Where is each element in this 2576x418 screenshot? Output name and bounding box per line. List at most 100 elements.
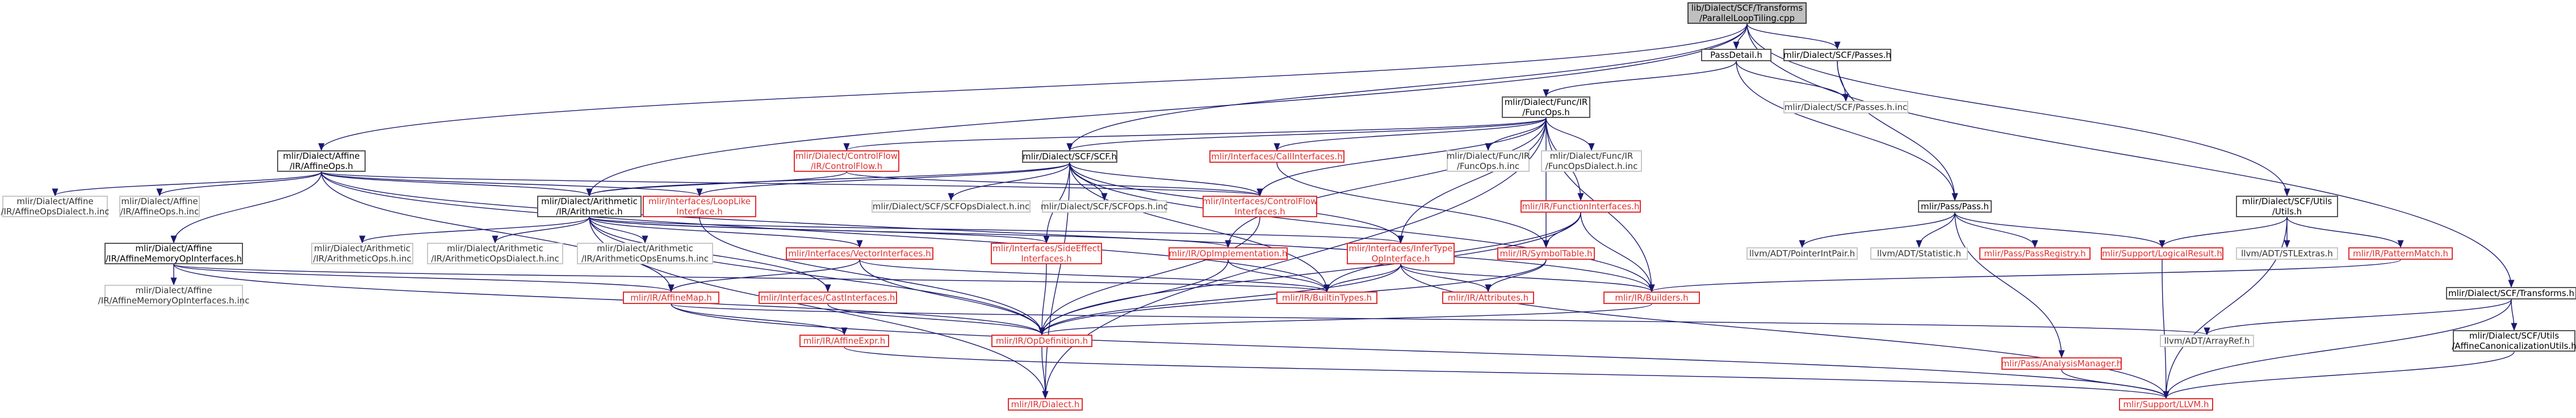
node-funcopsdialectinc[interactable]: mlir/Dialect/Func/IR/FuncOpsDialect.h.in… — [1541, 150, 1642, 172]
node-statistic[interactable]: llvm/ADT/Statistic.h — [1870, 247, 1968, 260]
node-label-line: /FuncOps.h — [1522, 107, 1570, 117]
edge-root-to-scftransforms — [1746, 23, 2515, 288]
node-vectorinterfaces[interactable]: mlir/Interfaces/VectorInterfaces.h — [786, 247, 933, 260]
edge-funcops-to-funcopsdialectinc — [1545, 117, 1595, 151]
edge-funcops-to-callinterfaces — [1274, 117, 1547, 151]
node-label-line: llvm/ADT/PointerIntPair.h — [1749, 248, 1855, 259]
node-llvmh[interactable]: mlir/Support/LLVM.h — [2119, 398, 2213, 411]
edge-root-to-scfh — [1066, 23, 1748, 151]
node-label-line: mlir/Dialect/Arithmetic — [597, 243, 693, 254]
node-passh[interactable]: mlir/Pass/Pass.h — [1918, 200, 1992, 213]
node-label-line: /IR/AffineOps.h.inc — [120, 206, 199, 217]
node-affineexpr[interactable]: mlir/IR/AffineExpr.h — [799, 335, 889, 347]
node-label-line: Interface.h — [676, 206, 723, 217]
edge-opimplementation-to-builtintypes — [1228, 259, 1330, 293]
node-label-line: mlir/Interfaces/SideEffect — [992, 243, 1100, 254]
node-label-line: mlir/IR/OpImplementation.h — [1168, 248, 1288, 259]
node-label-line: mlir/Dialect/SCF/SCF.h — [1023, 151, 1117, 162]
node-label-line: mlir/Dialect/SCF/SCFOpsDialect.h.inc — [872, 201, 1030, 212]
node-arithmetic[interactable]: mlir/Dialect/Arithmetic/IR/Arithmetic.h — [537, 196, 642, 217]
edge-funcops-to-controlflowinterfaces — [1256, 117, 1547, 197]
node-builders[interactable]: mlir/IR/Builders.h — [1603, 292, 1700, 304]
edge-funcops-to-controlflow — [843, 117, 1547, 151]
node-affineops[interactable]: mlir/Dialect/Affine/IR/AffineOps.h — [277, 150, 366, 172]
node-opdefinition[interactable]: mlir/IR/OpDefinition.h — [991, 335, 1092, 347]
node-passdetail[interactable]: PassDetail.h — [1701, 49, 1771, 61]
node-arithmeticdialectinc[interactable]: mlir/Dialect/Arithmetic/IR/ArithmeticOps… — [427, 243, 563, 264]
node-label-line: Interfaces.h — [1234, 206, 1285, 217]
node-scfopsinc[interactable]: mlir/Dialect/SCF/SCFOps.h.inc — [1040, 200, 1168, 213]
node-affinememory[interactable]: mlir/Dialect/Affine/IR/AffineMemoryOpInt… — [104, 243, 243, 264]
node-pointerintpair[interactable]: llvm/ADT/PointerIntPair.h — [1746, 247, 1858, 260]
edge-analysismanager-to-llvmh — [2061, 369, 2169, 399]
node-arithmeticenumsinc[interactable]: mlir/Dialect/Arithmetic/IR/ArithmeticOps… — [577, 243, 713, 264]
edge-infertype-to-attributes — [1400, 264, 1492, 293]
edge-affineops-to-builtintypes — [321, 171, 1330, 293]
node-attributes[interactable]: mlir/IR/Attributes.h — [1442, 292, 1534, 304]
edge-root-to-affineops — [318, 23, 1748, 151]
edge-looplike-to-opdefinition — [699, 217, 1045, 336]
edge-funcops-to-funcopsinc — [1485, 117, 1547, 151]
node-label-line: mlir/IR/PatternMatch.h — [2352, 248, 2449, 259]
node-functioninterfaces[interactable]: mlir/IR/FunctionInterfaces.h — [1521, 200, 1641, 213]
node-label-line: mlir/Dialect/SCF/SCFOps.h.inc — [1040, 201, 1168, 212]
edge-affineops-to-affineopsdialectinc — [52, 171, 322, 197]
node-scfopsdialectinc[interactable]: mlir/Dialect/SCF/SCFOpsDialect.h.inc — [872, 200, 1031, 213]
node-scfutils[interactable]: mlir/Dialect/SCF/Utils/Utils.h — [2236, 196, 2338, 217]
node-label-line: /IR/Arithmetic.h — [556, 206, 623, 217]
edge-arithmetic-to-opimplementation — [589, 217, 1232, 248]
node-arithmeticopsinc[interactable]: mlir/Dialect/Arithmetic/IR/ArithmeticOps… — [311, 243, 413, 264]
node-affineopsinc[interactable]: mlir/Dialect/Affine/IR/AffineOps.h.inc — [119, 196, 200, 217]
edge-affinemap-to-llvmh — [671, 303, 2169, 399]
node-label-line: mlir/Dialect/ControlFlow — [795, 151, 898, 161]
node-label-line: /Utils.h — [2272, 206, 2302, 217]
edge-scftransforms-to-arrayref — [2204, 299, 2512, 336]
node-stlextras[interactable]: llvm/ADT/STLExtras.h — [2236, 247, 2338, 260]
node-controlflow[interactable]: mlir/Dialect/ControlFlow/IR/ControlFlow.… — [794, 150, 899, 172]
node-affinememoryinc[interactable]: mlir/Dialect/Affine/IR/AffineMemoryOpInt… — [98, 285, 249, 306]
node-patternmatch[interactable]: mlir/IR/PatternMatch.h — [2348, 247, 2453, 260]
node-scfh[interactable]: mlir/Dialect/SCF/SCF.h — [1022, 150, 1117, 163]
node-scftransforms[interactable]: mlir/Dialect/SCF/Transforms.h — [2446, 287, 2576, 299]
node-affinemap[interactable]: mlir/IR/AffineMap.h — [623, 292, 719, 304]
node-logicalresult[interactable]: mlir/Support/LogicalResult.h — [2101, 247, 2223, 260]
node-funcops[interactable]: mlir/Dialect/Func/IR/FuncOps.h — [1502, 96, 1590, 118]
node-symboltable[interactable]: mlir/IR/SymbolTable.h — [1497, 247, 1595, 260]
node-label-line: mlir/IR/FunctionInterfaces.h — [1522, 201, 1640, 212]
node-label-line: mlir/Dialect/Func/IR — [1549, 151, 1633, 161]
node-funcopsinc[interactable]: mlir/Dialect/Func/IR/FuncOps.h.inc — [1447, 150, 1530, 172]
node-scfpasses[interactable]: mlir/Dialect/SCF/Passes.h — [1783, 49, 1891, 61]
edge-callinterfaces-to-symboltable — [1276, 162, 1549, 248]
edge-passh-to-logicalresult — [1954, 212, 2165, 248]
node-passregistry[interactable]: mlir/Pass/PassRegistry.h — [1979, 247, 2091, 260]
node-label-line: lib/Dialect/SCF/Transforms — [1691, 3, 1803, 13]
node-label-line: /IR/AffineOpsDialect.h.inc — [1, 206, 110, 217]
node-opimplementation[interactable]: mlir/IR/OpImplementation.h — [1168, 247, 1288, 260]
edge-scfpasses-to-passh — [1837, 61, 1958, 201]
node-analysismanager[interactable]: mlir/Pass/AnalysisManager.h — [2001, 357, 2122, 370]
node-scfpassesinc[interactable]: mlir/Dialect/SCF/Passes.h.inc — [1783, 101, 1908, 113]
node-label-line: mlir/Dialect/Func/IR — [1446, 151, 1530, 161]
edge-affinecanon-to-llvmh — [2163, 351, 2515, 399]
node-builtintypes[interactable]: mlir/IR/BuiltinTypes.h — [1276, 292, 1377, 304]
edge-affinemap-to-arrayref — [671, 303, 2210, 336]
node-dialecth[interactable]: mlir/IR/Dialect.h — [1008, 398, 1083, 411]
edge-infertype-to-llvmh — [1400, 264, 2169, 399]
node-arrayref[interactable]: llvm/ADT/ArrayRef.h — [2160, 335, 2254, 347]
node-affineopsdialectinc[interactable]: mlir/Dialect/Affine/IR/AffineOpsDialect.… — [1, 196, 110, 217]
edge-castinterfaces-to-opdefinition — [827, 303, 1045, 336]
node-callinterfaces[interactable]: mlir/Interfaces/CallInterfaces.h — [1209, 150, 1344, 163]
node-label-line: /IR/ArithmeticOps.h.inc — [313, 254, 412, 264]
edge-functioninterfaces-to-opdefinition — [1038, 212, 1581, 336]
node-affinecanon[interactable]: mlir/Dialect/SCF/Utils/AffineCanonicaliz… — [2452, 330, 2576, 352]
node-label-line: /FuncOpsDialect.h.inc — [1545, 161, 1638, 171]
edge-affineops-to-builders — [321, 171, 1655, 293]
node-castinterfaces[interactable]: mlir/Interfaces/CastInterfaces.h — [759, 292, 897, 304]
edge-scfh-to-controlflowinterfaces — [1069, 162, 1263, 197]
edge-scfutils-to-logicalresult — [2159, 217, 2288, 248]
